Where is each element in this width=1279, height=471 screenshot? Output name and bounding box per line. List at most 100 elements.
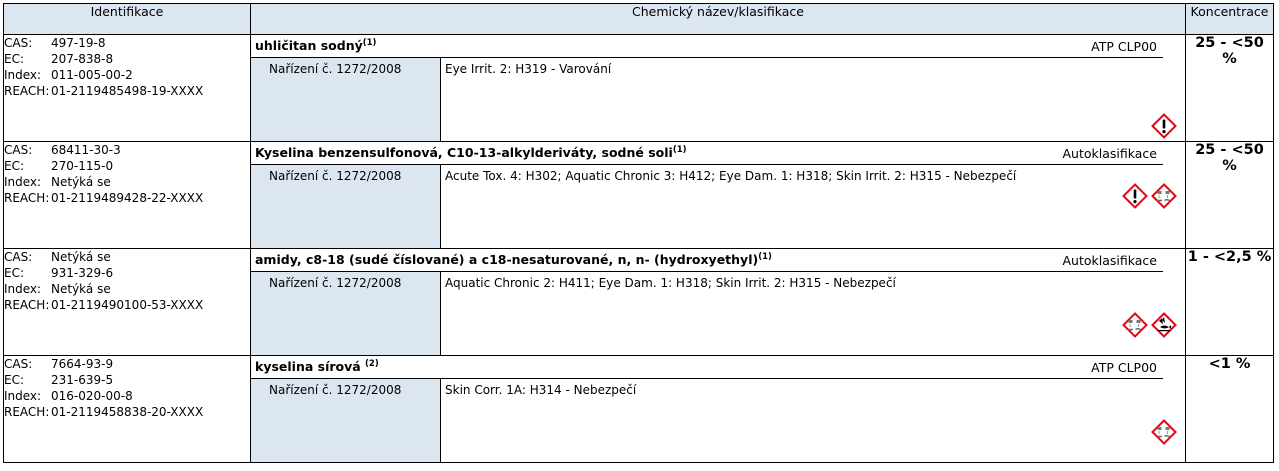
cas-label: CAS: xyxy=(4,143,33,157)
composition-table: Identifikace Chemický název/klasifikace … xyxy=(3,3,1274,463)
reach-value: 01-2119485498-19-XXXX xyxy=(51,84,204,98)
ghs-pictograms xyxy=(1122,183,1177,209)
header-concentration: Koncentrace xyxy=(1185,3,1274,35)
classification-box: Nařízení č. 1272/2008 Aquatic Chronic 2:… xyxy=(251,272,1185,355)
environment-icon xyxy=(1151,312,1177,338)
ec-value: 231-639-5 xyxy=(51,373,114,387)
classification-source: Autoklasifikace xyxy=(1062,252,1158,268)
chemical-name-bar: uhličitan sodný(1) ATP CLP00 xyxy=(251,35,1163,58)
chemical-name-text: uhličitan sodný xyxy=(255,38,363,54)
index-label: Index: xyxy=(4,68,42,82)
table-header-row: Identifikace Chemický název/klasifikace … xyxy=(3,3,1274,35)
identification-cell: CAS: 68411-30-3 EC:270-115-0 Index:Netýká… xyxy=(3,141,251,249)
hazard-statements: Eye Irrit. 2: H319 - Varování xyxy=(441,58,1185,141)
ec-line: EC:270-115-0 xyxy=(4,158,250,174)
cas-label: CAS: xyxy=(4,250,33,264)
chemical-name-text: Kyselina benzensulfonová, C10-13-alkylde… xyxy=(255,145,673,161)
chemical-cell: uhličitan sodný(1) ATP CLP00 Nařízení č.… xyxy=(250,34,1186,142)
cas-value: 7664-93-9 xyxy=(51,357,114,371)
cas-line: CAS: 7664-93-9 xyxy=(4,356,250,372)
ec-line: EC: 207-838-8 xyxy=(4,51,250,67)
reach-line: REACH:01-2119485498-19-XXXX xyxy=(4,83,250,99)
table-body: CAS: 497-19-8 EC: 207-838-8 Index: 011-005-… xyxy=(3,34,1274,463)
chemical-name: Kyselina benzensulfonová, C10-13-alkylde… xyxy=(251,145,687,160)
concentration-cell: <1 % xyxy=(1185,355,1274,463)
index-label: Index: xyxy=(4,175,42,189)
chemical-name: amidy, c8-18 (sudé číslované) a c18-nesa… xyxy=(251,252,772,267)
chemical-cell: Kyselina benzensulfonová, C10-13-alkylde… xyxy=(250,141,1186,249)
table-row: CAS: 68411-30-3 EC:270-115-0 Index:Netýká… xyxy=(3,141,1274,249)
composition-table-wrapper: Identifikace Chemický název/klasifikace … xyxy=(3,3,1274,463)
classification-source: ATP CLP00 xyxy=(1091,38,1157,54)
index-line: Index:Netýká se xyxy=(4,174,250,190)
ghs-pictograms xyxy=(1151,419,1177,445)
concentration-cell: 25 - <50 % xyxy=(1185,34,1274,142)
reach-line: REACH:01-2119490100-53-XXXX xyxy=(4,297,250,313)
chemical-name-bar: amidy, c8-18 (sudé číslované) a c18-nesa… xyxy=(251,249,1163,272)
header-identification: Identifikace xyxy=(3,3,251,35)
reach-line: REACH:01-2119458838-20-XXXX xyxy=(4,404,250,420)
hazard-text: Acute Tox. 4: H302; Aquatic Chronic 3: H… xyxy=(445,169,1017,183)
cas-label: CAS: xyxy=(4,36,33,50)
ec-label: EC: xyxy=(4,266,25,280)
cas-value: 68411-30-3 xyxy=(51,143,121,157)
chemical-name-bar: kyselina sírová (2) ATP CLP00 xyxy=(251,356,1163,379)
chemical-cell: amidy, c8-18 (sudé číslované) a c18-nesa… xyxy=(250,248,1186,356)
index-label: Index: xyxy=(4,389,42,403)
index-value: 011-005-00-2 xyxy=(51,68,133,82)
chemical-cell: kyselina sírová (2) ATP CLP00 Nařízení č… xyxy=(250,355,1186,463)
ghs-pictograms xyxy=(1151,113,1177,139)
index-value: Netýká se xyxy=(51,282,111,296)
ghs-pictograms xyxy=(1122,312,1177,338)
regulation-label: Nařízení č. 1272/2008 xyxy=(251,272,441,355)
regulation-label: Nařízení č. 1272/2008 xyxy=(251,379,441,462)
classification-box: Nařízení č. 1272/2008 Skin Corr. 1A: H31… xyxy=(251,379,1185,462)
chemical-name: uhličitan sodný(1) xyxy=(251,38,376,53)
regulation-label: Nařízení č. 1272/2008 xyxy=(251,58,441,141)
chemical-name: kyselina sírová (2) xyxy=(251,359,379,374)
chemical-note: (1) xyxy=(758,252,772,263)
index-label: Index: xyxy=(4,282,42,296)
hazard-statements: Aquatic Chronic 2: H411; Eye Dam. 1: H31… xyxy=(441,272,1185,355)
index-line: Index: 016-020-00-8 xyxy=(4,388,250,404)
ec-value: 931-329-6 xyxy=(51,266,114,280)
chemical-name-text: kyselina sírová xyxy=(255,359,366,375)
hazard-statements: Acute Tox. 4: H302; Aquatic Chronic 3: H… xyxy=(441,165,1185,248)
index-value: 016-020-00-8 xyxy=(51,389,133,403)
hazard-text: Aquatic Chronic 2: H411; Eye Dam. 1: H31… xyxy=(445,276,896,290)
reach-label: REACH: xyxy=(4,84,50,98)
concentration-cell: 25 - <50 % xyxy=(1185,141,1274,249)
classification-source: ATP CLP00 xyxy=(1091,359,1157,375)
ec-label: EC: xyxy=(4,373,25,387)
hazard-text: Eye Irrit. 2: H319 - Varování xyxy=(445,62,612,76)
classification-box: Nařízení č. 1272/2008 Eye Irrit. 2: H319… xyxy=(251,58,1185,141)
cas-value: 497-19-8 xyxy=(51,36,106,50)
cas-line: CAS: 497-19-8 xyxy=(4,35,250,51)
chemical-note: (1) xyxy=(672,145,687,156)
index-line: Index: 011-005-00-2 xyxy=(4,67,250,83)
concentration-cell: 1 - <2,5 % xyxy=(1185,248,1274,356)
ec-label: EC: xyxy=(4,52,25,66)
reach-line: REACH:01-2119489428-22-XXXX xyxy=(4,190,250,206)
index-line: Index: Netýká se xyxy=(4,281,250,297)
table-row: CAS: 497-19-8 EC: 207-838-8 Index: 011-005-… xyxy=(3,34,1274,142)
identification-cell: CAS: 497-19-8 EC: 207-838-8 Index: 011-005-… xyxy=(3,34,251,142)
reach-value: 01-2119490100-53-XXXX xyxy=(51,298,204,312)
classification-source: Autoklasifikace xyxy=(1062,145,1158,161)
ec-value: 270-115-0 xyxy=(51,159,114,173)
cas-value: Netýká se xyxy=(51,250,111,264)
cas-line: CAS: 68411-30-3 xyxy=(4,142,250,158)
corrosion-icon xyxy=(1122,312,1148,338)
identification-cell: CAS: 7664-93-9 EC: 231-639-5 Index: 016-020… xyxy=(3,355,251,463)
table-row: CAS: 7664-93-9 EC: 231-639-5 Index: 016-020… xyxy=(3,355,1274,463)
ec-line: EC: 231-639-5 xyxy=(4,372,250,388)
cas-line: CAS: Netýká se xyxy=(4,249,250,265)
cas-label: CAS: xyxy=(4,357,33,371)
corrosion-icon xyxy=(1151,419,1177,445)
table-row: CAS: Netýká se EC: 931-329-6 Index: Netýká … xyxy=(3,248,1274,356)
ec-value: 207-838-8 xyxy=(51,52,114,66)
chemical-name-bar: Kyselina benzensulfonová, C10-13-alkylde… xyxy=(251,142,1163,165)
reach-value: 01-2119458838-20-XXXX xyxy=(51,405,204,419)
reach-label: REACH: xyxy=(4,298,50,312)
corrosion-icon xyxy=(1151,183,1177,209)
